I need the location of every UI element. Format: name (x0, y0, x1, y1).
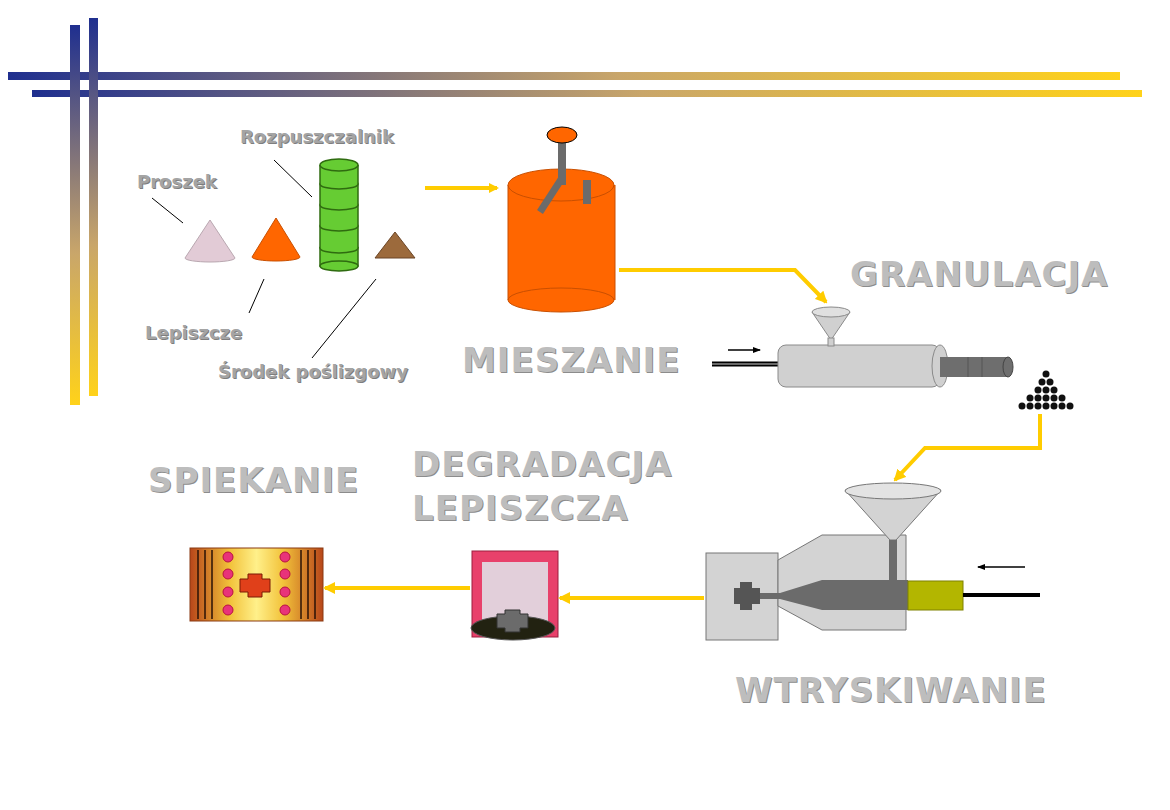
material-label: Środek poślizgowy (218, 361, 408, 383)
stage-label: MIESZANIE (462, 338, 681, 382)
material-label: Rozpuszczalnik (240, 126, 394, 148)
stage-label: DEGRADACJA LEPISZCZA (412, 442, 712, 530)
process-arrow (895, 414, 1040, 480)
stage-label: SPIEKANIE (148, 458, 359, 502)
process-arrow (619, 270, 826, 302)
debinding-stage: DEGRADACJA LEPISZCZA (470, 549, 560, 643)
injection-stage: WTRYSKIWANIE (704, 480, 1042, 642)
mixing-stage: MIESZANIE (505, 125, 619, 313)
material-label: Lepiszcze (145, 322, 242, 344)
granulation-stage: GRANULACJA (710, 302, 1086, 414)
stage-label: WTRYSKIWANIE (735, 668, 1047, 712)
material-label: Proszek (137, 171, 217, 193)
stage-label: GRANULACJA (850, 252, 1108, 296)
process-arrow (325, 586, 470, 590)
sintering-stage: SPIEKANIE (188, 546, 325, 623)
process-arrow (560, 596, 704, 600)
